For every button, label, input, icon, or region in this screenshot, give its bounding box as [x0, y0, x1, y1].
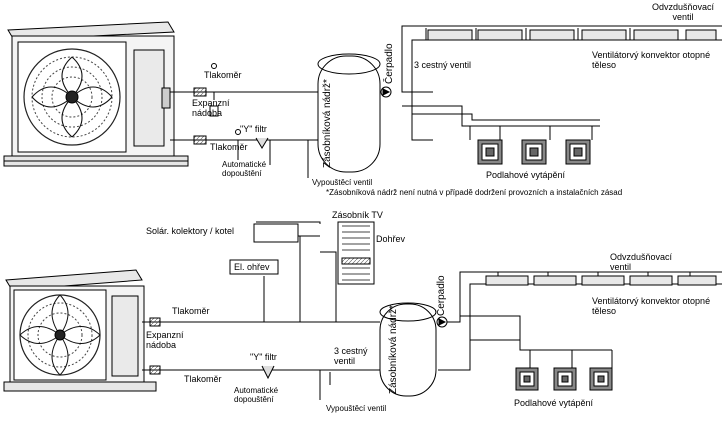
- label-y-filtr-bottom: "Y" filtr: [250, 352, 277, 362]
- label-expanzni-bottom: Expanzní nádoba: [146, 330, 184, 350]
- label-ventil3-top: 3 cestný ventil: [414, 60, 472, 70]
- label-el-ohrev: El. ohřev: [234, 262, 270, 272]
- buffer-tank-bottom: [379, 302, 437, 397]
- label-odvzdusnovaci-top: Odvzdušňovací ventil: [651, 2, 715, 22]
- pump-bottom-icon: [436, 316, 448, 328]
- flex-hoses-top: [193, 87, 207, 145]
- label-tlakomer-top-1: Tlakoměr: [204, 70, 242, 80]
- label-tank-bottom: Zásobníková nádrž*: [388, 305, 399, 394]
- label-vypousteci-top: Vypouštěcí ventil: [312, 178, 373, 187]
- label-konvektor-top: Ventilátorvý konvektor otopné těleso: [592, 50, 711, 70]
- fan-coils-top: [427, 29, 717, 41]
- pump-top-icon: [380, 86, 392, 98]
- label-odvzdusnovaci-bottom: Odvzdušňovací ventil: [610, 252, 673, 272]
- flex-hoses-bottom: [149, 317, 161, 375]
- label-tlakomer-bottom-1: Tlakoměr: [172, 306, 210, 316]
- label-dohrev: Dohřev: [376, 234, 406, 244]
- gauge-top-icons: [209, 63, 241, 135]
- fan-coils-bottom: [485, 275, 717, 286]
- label-automaticke-top: Automatické dopouštění: [222, 160, 267, 178]
- label-podlahove-top: Podlahové vytápění: [486, 170, 566, 180]
- piping-top: [170, 25, 722, 178]
- label-expanzni-top: Expanzní nádoba: [192, 98, 230, 118]
- label-ventil3-bottom: 3 cestný ventil: [334, 346, 368, 366]
- el-heater-box: [229, 259, 279, 275]
- y-filter-top-icon: [255, 137, 269, 149]
- label-poznamka: *Zásobníková nádrž není nutná v případě …: [326, 188, 623, 197]
- label-tlakomer-bottom-2: Tlakoměr: [184, 374, 222, 384]
- heat-pump-unit-bottom: [3, 269, 157, 392]
- label-konvektor-bottom: Ventilátorvý konvektor otopné těleso: [592, 296, 711, 316]
- solar-box: [253, 223, 299, 243]
- dhw-tank: [337, 221, 375, 285]
- label-cerpadlo-bottom: Čerpadlo: [436, 275, 447, 316]
- floor-heating-top: [477, 139, 591, 165]
- label-cerpadlo-top: Čerpadlo: [384, 43, 395, 84]
- label-automaticke-bottom: Automatické dopouštění: [234, 386, 279, 404]
- y-filter-bottom-icon: [261, 365, 275, 380]
- label-podlahove-bottom: Podlahové vytápění: [514, 398, 594, 408]
- label-y-filtr-top: "Y" filtr: [240, 124, 267, 134]
- floor-heating-bottom: [515, 367, 613, 391]
- label-tlakomer-top-2: Tlakoměr: [210, 142, 248, 152]
- label-zasobnik-tv: Zásobník TV: [332, 210, 383, 220]
- buffer-tank-top: [317, 53, 381, 173]
- label-tank-top: Zásobníková nádrž*: [322, 79, 333, 168]
- label-vypousteci-bottom: Vypouštěcí ventil: [326, 404, 387, 413]
- label-solar: Solár. kolektory / kotel: [146, 226, 235, 236]
- heat-pump-unit-top: [3, 21, 189, 167]
